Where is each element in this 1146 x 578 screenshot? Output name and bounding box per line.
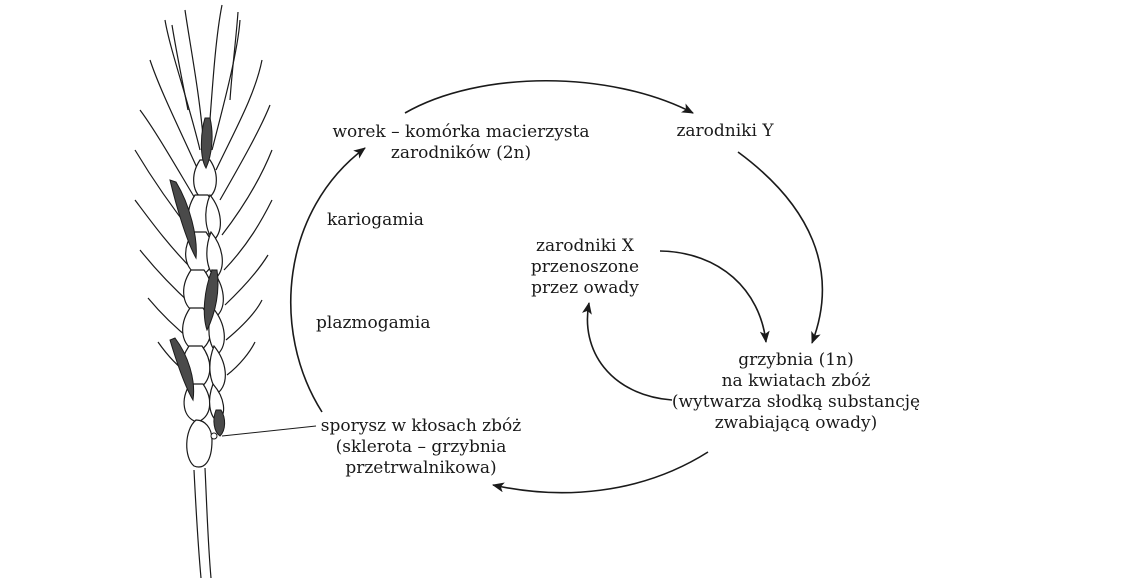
sclerotium-4: [169, 337, 195, 402]
node-grzybnia-line1: grzybnia (1n): [738, 350, 854, 370]
node-worek-line2: zarodników (2n): [390, 143, 532, 163]
node-sporysz-line3: przetrwalnikowa): [345, 458, 497, 478]
sclerotium-3: [203, 269, 219, 332]
node-zarodniki-x-line2: przenoszone: [530, 257, 640, 277]
node-grzybnia-line3: (wytwarza słodką substancję: [671, 392, 921, 412]
node-sporysz: sporysz w kłosach zbóż (sklerota – grzyb…: [310, 416, 532, 479]
arrow-worek-to-zarodniki-y: [404, 79, 694, 114]
arrow-sporysz-to-worek: [289, 147, 366, 413]
arrow-zarodniki-x-to-grzybnia: [659, 250, 770, 343]
node-sporysz-line2: (sklerota – grzybnia: [335, 437, 507, 457]
pointer-line: [221, 425, 317, 437]
node-zarodniki-x: zarodniki X przenoszone przez owady: [520, 236, 650, 299]
node-worek: worek – komórka macierzysta zarodników (…: [330, 122, 592, 164]
node-worek-line1: worek – komórka macierzysta: [332, 122, 590, 142]
node-zarodniki-y: zarodniki Y: [660, 121, 790, 142]
label-kariogamia: kariogamia: [327, 210, 424, 230]
node-zarodniki-y-line1: zarodniki Y: [676, 121, 774, 141]
node-grzybnia: grzybnia (1n) na kwiatach zbóż (wytwarza…: [668, 350, 924, 434]
arrow-grzybnia-to-sporysz: [492, 451, 709, 494]
node-grzybnia-line4: zwabiającą owady): [714, 413, 878, 433]
node-grzybnia-line2: na kwiatach zbóż: [721, 371, 871, 391]
arrow-grzybnia-to-zarodniki-x: [582, 302, 673, 401]
node-zarodniki-x-line1: zarodniki X: [536, 236, 634, 256]
label-plazmogamia: plazmogamia: [316, 313, 431, 333]
wheat-ear-icon: [134, 4, 273, 578]
arrow-zarodniki-y-to-grzybnia: [737, 151, 824, 344]
sclerotium-2: [169, 179, 197, 260]
node-sporysz-line1: sporysz w kłosach zbóż: [320, 416, 522, 436]
node-zarodniki-x-line3: przez owady: [531, 278, 639, 298]
sclerotium-1: [200, 117, 213, 170]
sclerotium-5: [213, 409, 226, 437]
